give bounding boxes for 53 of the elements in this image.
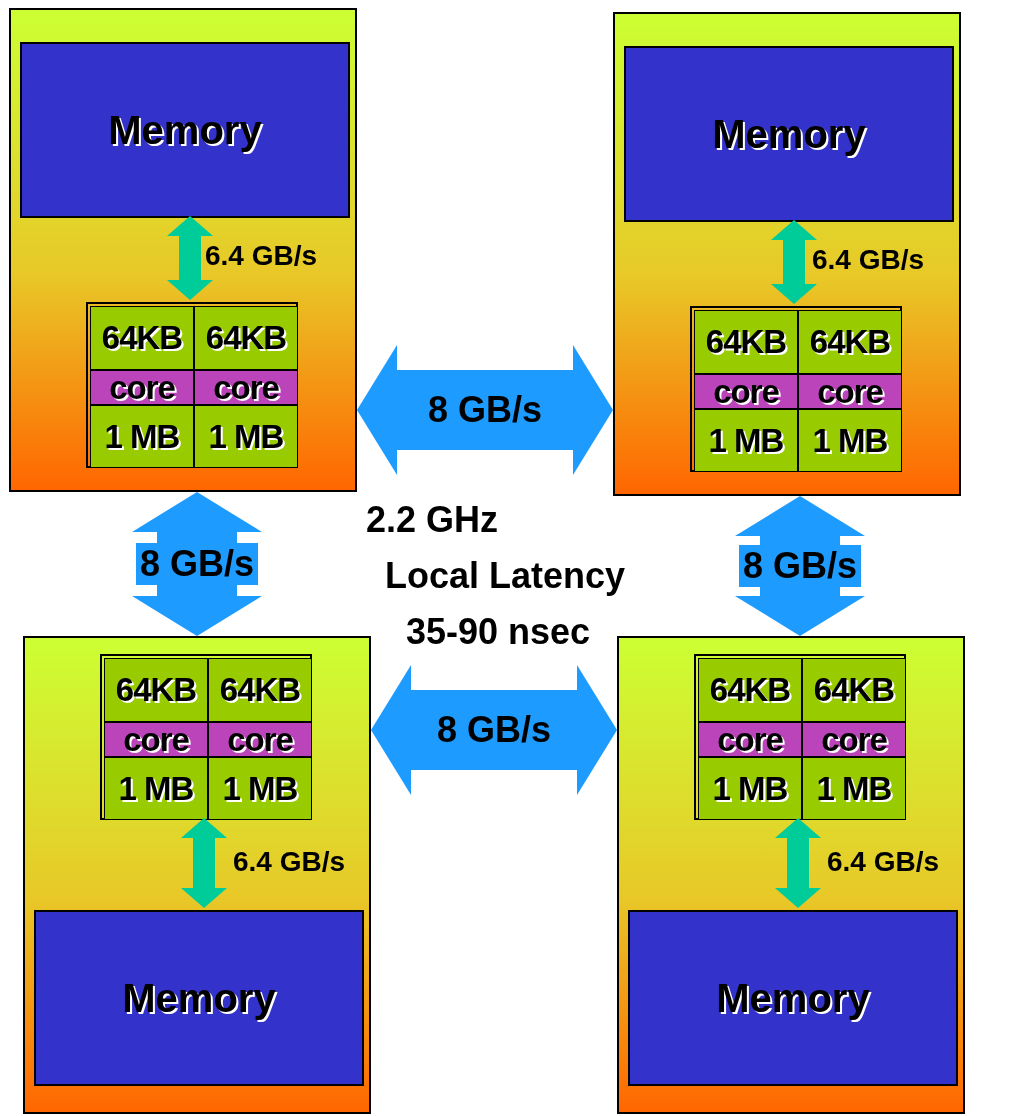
edge-label: 6.4 GB/s — [827, 846, 940, 878]
processor-node-panel — [613, 12, 961, 496]
cache-cell: 1 MB — [194, 405, 298, 468]
chip-block — [86, 302, 298, 468]
cache-cell: 1 MB — [208, 757, 312, 820]
edge-label: 6.4 GB/s — [812, 244, 925, 276]
cache-cell: core — [104, 722, 208, 757]
processor-node-panel — [23, 636, 371, 1114]
edge-label: 8 GB/s — [739, 545, 862, 587]
cache-cell: core — [798, 374, 902, 409]
cache-cell: 1 MB — [90, 405, 194, 468]
cache-cell: core — [698, 722, 802, 757]
spec-note: 35-90 nsec — [406, 610, 591, 654]
cache-cell: 64KB — [802, 658, 906, 722]
double-block-arrow — [357, 345, 613, 475]
edge-label: 6.4 GB/s — [233, 846, 346, 878]
cache-cell: 64KB — [194, 306, 298, 370]
memory-block: Memory — [628, 910, 958, 1086]
chip-block — [694, 654, 906, 820]
double-block-arrow — [735, 496, 865, 636]
chip-block — [100, 654, 312, 820]
cache-cell: core — [802, 722, 906, 757]
processor-node-panel — [617, 636, 965, 1114]
double-block-arrow — [371, 665, 617, 795]
memory-block: Memory — [624, 46, 954, 222]
double-arrow — [775, 818, 821, 908]
cache-cell: 1 MB — [694, 409, 798, 472]
memory-block: Memory — [20, 42, 350, 218]
cache-cell: 64KB — [208, 658, 312, 722]
edge-label: 8 GB/s — [136, 543, 259, 585]
processor-node-panel — [9, 8, 357, 492]
cache-cell: core — [194, 370, 298, 405]
cache-cell: 64KB — [798, 310, 902, 374]
double-arrow — [181, 818, 227, 908]
spec-note: Local Latency — [385, 554, 626, 598]
cache-cell: 1 MB — [698, 757, 802, 820]
cache-cell: 64KB — [90, 306, 194, 370]
double-arrow — [167, 216, 213, 300]
cache-cell: 1 MB — [104, 757, 208, 820]
cache-cell: 64KB — [104, 658, 208, 722]
cache-cell: core — [90, 370, 194, 405]
edge-label: 6.4 GB/s — [205, 240, 318, 272]
cache-cell: core — [694, 374, 798, 409]
cache-cell: 1 MB — [798, 409, 902, 472]
cache-cell: 64KB — [698, 658, 802, 722]
memory-block: Memory — [34, 910, 364, 1086]
cache-cell: 64KB — [694, 310, 798, 374]
cache-cell: 1 MB — [802, 757, 906, 820]
chip-block — [690, 306, 902, 472]
double-arrow — [771, 220, 817, 304]
spec-note: 2.2 GHz — [366, 498, 499, 542]
double-block-arrow — [132, 492, 262, 636]
cache-cell: core — [208, 722, 312, 757]
